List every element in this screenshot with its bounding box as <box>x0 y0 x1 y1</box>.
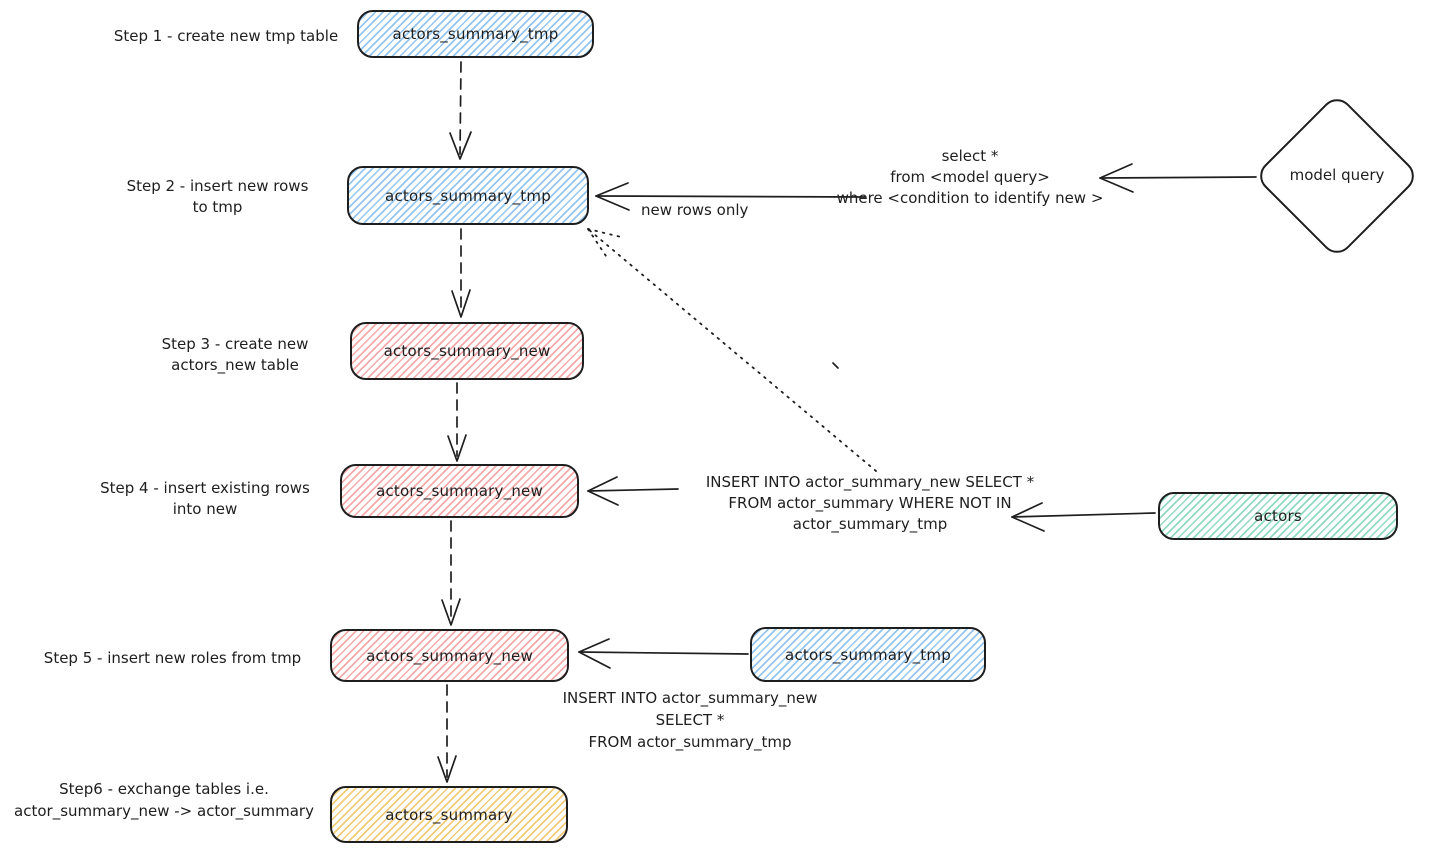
node-actors-summary-tmp-step1: actors_summary_tmp <box>357 10 594 58</box>
node-actors-source: actors <box>1158 492 1398 540</box>
node-actors-summary-new-step4: actors_summary_new <box>340 464 579 518</box>
node-actors-summary-tmp-step2: actors_summary_tmp <box>347 166 589 225</box>
stray-tick-mark <box>832 362 839 369</box>
node-label: actors_summary_tmp <box>785 645 951 664</box>
node-label: actors_summary_new <box>366 646 533 665</box>
step-1-label: Step 1 - create new tmp table <box>113 27 339 45</box>
node-actors-summary-final: actors_summary <box>330 786 568 843</box>
step-3-label: Step 3 - create new actors_new table <box>161 335 309 374</box>
step-4-label: Step 4 - insert existing rows into new <box>100 479 310 518</box>
arrow-insert-text-to-new <box>587 476 679 506</box>
node-label: actors_summary_new <box>383 342 551 360</box>
node-label: actors_summary_tmp <box>392 25 559 43</box>
node-label: actors_summary <box>385 805 513 824</box>
arrow-step4-to-step5 <box>441 520 461 626</box>
insert-from-tmp-query-text: INSERT INTO actor_summary_new SELECT * F… <box>562 689 818 751</box>
node-label: actors_summary_new <box>376 482 543 500</box>
new-rows-only-label: new rows only <box>641 201 749 219</box>
arrow-step2-to-step3 <box>451 228 471 318</box>
node-actors-summary-new-step5: actors_summary_new <box>330 629 569 682</box>
node-actors-summary-tmp-side: actors_summary_tmp <box>750 627 986 682</box>
node-label: actors_summary_tmp <box>385 186 551 205</box>
step-6-label: Step6 - exchange tables i.e. actor_summa… <box>14 780 314 820</box>
node-actors-summary-new-step3: actors_summary_new <box>350 322 584 380</box>
arrow-step5-to-step6 <box>437 684 457 783</box>
arrow-tmp-side-to-new <box>578 638 749 669</box>
step-5-label: Step 5 - insert new roles from tmp <box>43 649 302 667</box>
step-2-label: Step 2 - insert new rows to tmp <box>126 177 309 216</box>
insert-not-in-query-text: INSERT INTO actor_summary_new SELECT * F… <box>705 473 1035 533</box>
arrow-step3-to-step4 <box>447 382 467 462</box>
node-label: actors <box>1254 507 1302 525</box>
select-query-text: select * from <model query> where <condi… <box>836 147 1104 207</box>
model-query-label: model query <box>1289 166 1385 184</box>
arrow-step1-to-step2 <box>449 61 472 160</box>
dotted-arrow-insert-to-tmp <box>587 228 877 472</box>
